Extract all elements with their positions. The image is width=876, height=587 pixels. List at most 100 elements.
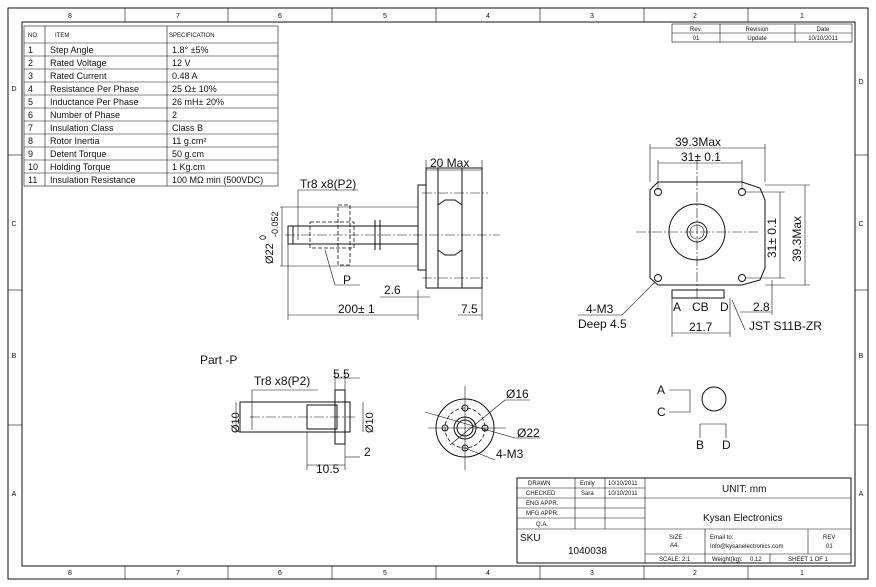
- spec-row-spec: 1 Kg.cm: [172, 162, 205, 172]
- side-view-boss: 2.6: [384, 283, 401, 297]
- part-p-outer: Ø22: [517, 426, 540, 440]
- zones-columns-2: 6: [278, 13, 282, 20]
- part-p-drawing: Part -P Tr8 x8(P2) 5.5 Ø10 Ø10 2 10.5 Ø1…: [200, 353, 540, 476]
- outer-frame: [7, 7, 869, 580]
- front-view-width: 39.3Max: [675, 135, 721, 149]
- zones-rows-0: D: [11, 86, 16, 93]
- zones-columns-1: 7: [176, 570, 180, 577]
- spec-row-spec: 12 V: [172, 58, 191, 68]
- wiring-labels-3: D: [722, 438, 731, 452]
- part-p-title: Part -P: [200, 353, 237, 367]
- wiring-labels-1: C: [657, 405, 666, 419]
- revision-table-row-date: 10/10/2011: [808, 36, 838, 42]
- mount-hole-icons: [654, 188, 746, 282]
- part-p-flange: 5.5: [333, 367, 350, 381]
- title-block-eng-label: ENG APPR.: [526, 501, 559, 507]
- spec-row-no: 2: [28, 58, 33, 68]
- part-p-pcd: Ø16: [506, 387, 529, 401]
- spec-row-spec: 100 MΩ min (500VDC): [172, 175, 263, 185]
- title-block-sku-label: SKU: [520, 533, 541, 544]
- spec-row-spec: 11 g.cm²: [172, 136, 206, 146]
- zones-columns-7: 1: [800, 570, 804, 577]
- front-view-connector-width: 21.7: [689, 320, 713, 334]
- title-block-drawn-by: Emily: [580, 481, 595, 487]
- side-view-thread: Tr8 x8(P2): [300, 177, 356, 191]
- spec-row-item: Number of Phase: [50, 110, 120, 120]
- part-p-holes: 4-M3: [496, 447, 524, 461]
- spec-row-no: 9: [28, 149, 33, 159]
- side-view-length: 200± 1: [338, 302, 375, 316]
- wiring-diagram: A C B D: [657, 383, 731, 452]
- part-p-dia-left: Ø10: [230, 412, 242, 433]
- zones-rows-3: A: [859, 491, 864, 498]
- side-view-part-label: P: [343, 273, 351, 287]
- front-view-pins-1: CB: [692, 300, 709, 314]
- revision-table-row-rev: 01: [693, 36, 700, 42]
- zones-rows-2: B: [12, 353, 17, 360]
- spec-row-spec: 50 g.cm: [172, 149, 204, 159]
- title-block-rev: 01: [826, 544, 833, 550]
- title-block-checked-label: CHECKED: [526, 491, 556, 497]
- spec-row-item: Resistance Per Phase: [50, 84, 139, 94]
- zones-columns-5: 3: [590, 13, 594, 20]
- spec-row-item: Holding Torque: [50, 162, 110, 172]
- wiring-labels-2: B: [696, 438, 704, 452]
- spec-row-item: Insulation Resistance: [50, 175, 136, 185]
- title-block-company: Kysan Electronics: [703, 513, 782, 524]
- title-block-sheet: SHEET 1 OF 1: [788, 557, 829, 563]
- zones-columns-2: 6: [278, 570, 282, 577]
- zones-rows-3: A: [12, 491, 17, 498]
- front-view-pins-2: D: [720, 300, 729, 314]
- motor-side-view: 20 Max Tr8 x8(P2) Ø22 0 -0.052 P 2.6 200…: [258, 156, 500, 320]
- front-view-height: 39.3Max: [790, 216, 804, 262]
- spec-row-no: 1: [28, 45, 33, 55]
- spec-row-no: 3: [28, 71, 33, 81]
- spec-row-item: Inductance Per Phase: [50, 97, 139, 107]
- inner-border: [21, 21, 856, 567]
- front-view-offset: 2.8: [753, 300, 770, 314]
- zones-rows-1: C: [858, 221, 863, 228]
- spec-row-no: 8: [28, 136, 33, 146]
- title-block-checked-date: 10/10/2011: [608, 491, 638, 497]
- spec-row-no: 4: [28, 84, 33, 94]
- zones-columns-4: 4: [486, 13, 490, 20]
- spec-row-item: Insulation Class: [50, 123, 114, 133]
- zones-columns-5: 3: [590, 570, 594, 577]
- side-view-diameter: Ø22: [264, 243, 276, 264]
- spec-row-spec: 26 mH± 20%: [172, 97, 224, 107]
- title-block-size-label: SIZE: [669, 535, 682, 541]
- title-block-rev-label: REV: [823, 535, 835, 541]
- part-p-dia-right: Ø10: [364, 412, 376, 433]
- spec-row-no: 11: [28, 175, 37, 185]
- side-view-body-length: 20 Max: [430, 156, 469, 170]
- part-p-length: 10.5: [316, 462, 340, 476]
- title-block-email-label: Email to:: [710, 535, 734, 541]
- zones-columns-3: 5: [383, 13, 387, 20]
- zones-columns-1: 7: [176, 13, 180, 20]
- spec-row-spec: Class B: [172, 123, 203, 133]
- spec-row-no: 5: [28, 97, 33, 107]
- spec-header-spec: SPECIFICATION: [169, 33, 215, 39]
- revision-table-headers-date: Date: [817, 27, 830, 33]
- spec-row-item: Rated Voltage: [50, 58, 107, 68]
- revision-table-headers-rev: Rev.: [690, 27, 702, 33]
- spec-row-item: Rotor Inertia: [50, 136, 100, 146]
- title-block-checked-by: Sara: [581, 491, 594, 497]
- spec-row-item: Rated Current: [50, 71, 107, 81]
- spec-row-spec: 2: [172, 110, 177, 120]
- revision-table-headers-revision: Revision: [745, 27, 768, 33]
- spec-row-spec: 0.48 A: [172, 71, 198, 81]
- part-p-thread: Tr8 x8(P2): [254, 374, 310, 388]
- spec-table-frame: [23, 25, 279, 187]
- title-block-qa-label: Q.A.: [536, 522, 548, 528]
- title-block-unit: UNIT: mm: [722, 484, 766, 495]
- zones-columns-6: 2: [693, 570, 697, 577]
- zone-ticks: [8, 8, 868, 579]
- spec-header-no: NO.: [28, 33, 39, 39]
- title-block-mfg-label: MFG APPR.: [526, 511, 559, 517]
- side-view-flange: 7.5: [461, 302, 478, 316]
- zones-columns-4: 4: [486, 570, 490, 577]
